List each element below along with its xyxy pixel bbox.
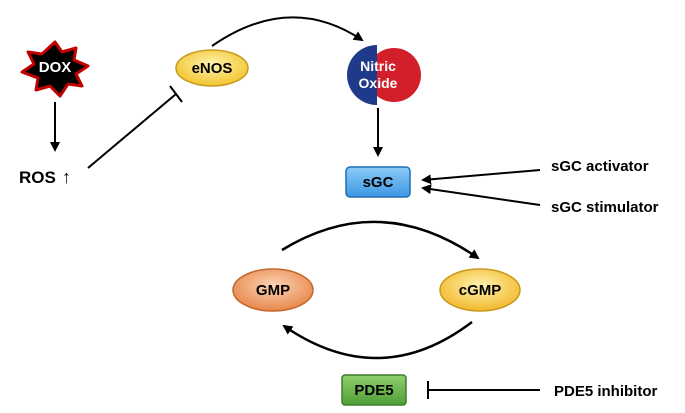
sgc-stimulator-input: sGC stimulator: [421, 184, 659, 216]
sgc-box: [345, 166, 411, 198]
cgmp-node: cGMP: [439, 268, 521, 312]
pde5-label: PDE5: [354, 382, 393, 399]
nitric-oxide-left-half: [347, 45, 377, 105]
cgmp-to-gmp-arrow: [282, 321, 473, 360]
nitric-oxide-right-half: [377, 48, 421, 102]
cgmp-ellipse: [439, 268, 521, 312]
dox-label: DOX: [39, 59, 72, 76]
ros-label: ROS: [19, 168, 56, 187]
sgc-label: sGC: [363, 174, 394, 191]
dox-node: DOX: [20, 40, 90, 98]
ros-inhibits-enos-line: [87, 93, 177, 169]
ros-up-arrow: ↑: [62, 167, 71, 187]
pde5-inhibitor-label: PDE5 inhibitor: [554, 383, 658, 400]
sgc-stimulator-arrow: [421, 184, 541, 206]
nitric-oxide-node: Nitric Oxide: [347, 45, 421, 105]
gmp-ellipse: [232, 268, 314, 312]
sgc-activator-arrow: [421, 169, 541, 185]
ros-inhibits-enos-bar: [169, 85, 183, 103]
sgc-activator-label: sGC activator: [551, 158, 649, 175]
gmp-node: GMP: [232, 268, 314, 312]
sgc-activator-input: sGC activator: [421, 158, 649, 185]
pde5-box: [341, 374, 407, 406]
pde5-node: PDE5: [341, 374, 407, 406]
gmp-to-cgmp-arrow: [281, 220, 480, 260]
enos-label: eNOS: [192, 60, 233, 77]
enos-node: eNOS: [175, 49, 249, 87]
sgc-stimulator-label: sGC stimulator: [551, 199, 659, 216]
ros-node: ROS ↑: [19, 167, 71, 187]
nitric-oxide-label-line2: Oxide: [359, 75, 398, 91]
nitric-oxide-label-line1: Nitric: [360, 58, 396, 74]
gmp-label: GMP: [256, 282, 290, 299]
enos-to-nitric-oxide-arrow: [211, 16, 364, 47]
pde5-inhibitor-input: PDE5 inhibitor: [427, 381, 658, 400]
dox-star-shape: [20, 40, 90, 98]
enos-ellipse: [175, 49, 249, 87]
sgc-node: sGC: [345, 166, 411, 198]
cgmp-label: cGMP: [459, 282, 502, 299]
